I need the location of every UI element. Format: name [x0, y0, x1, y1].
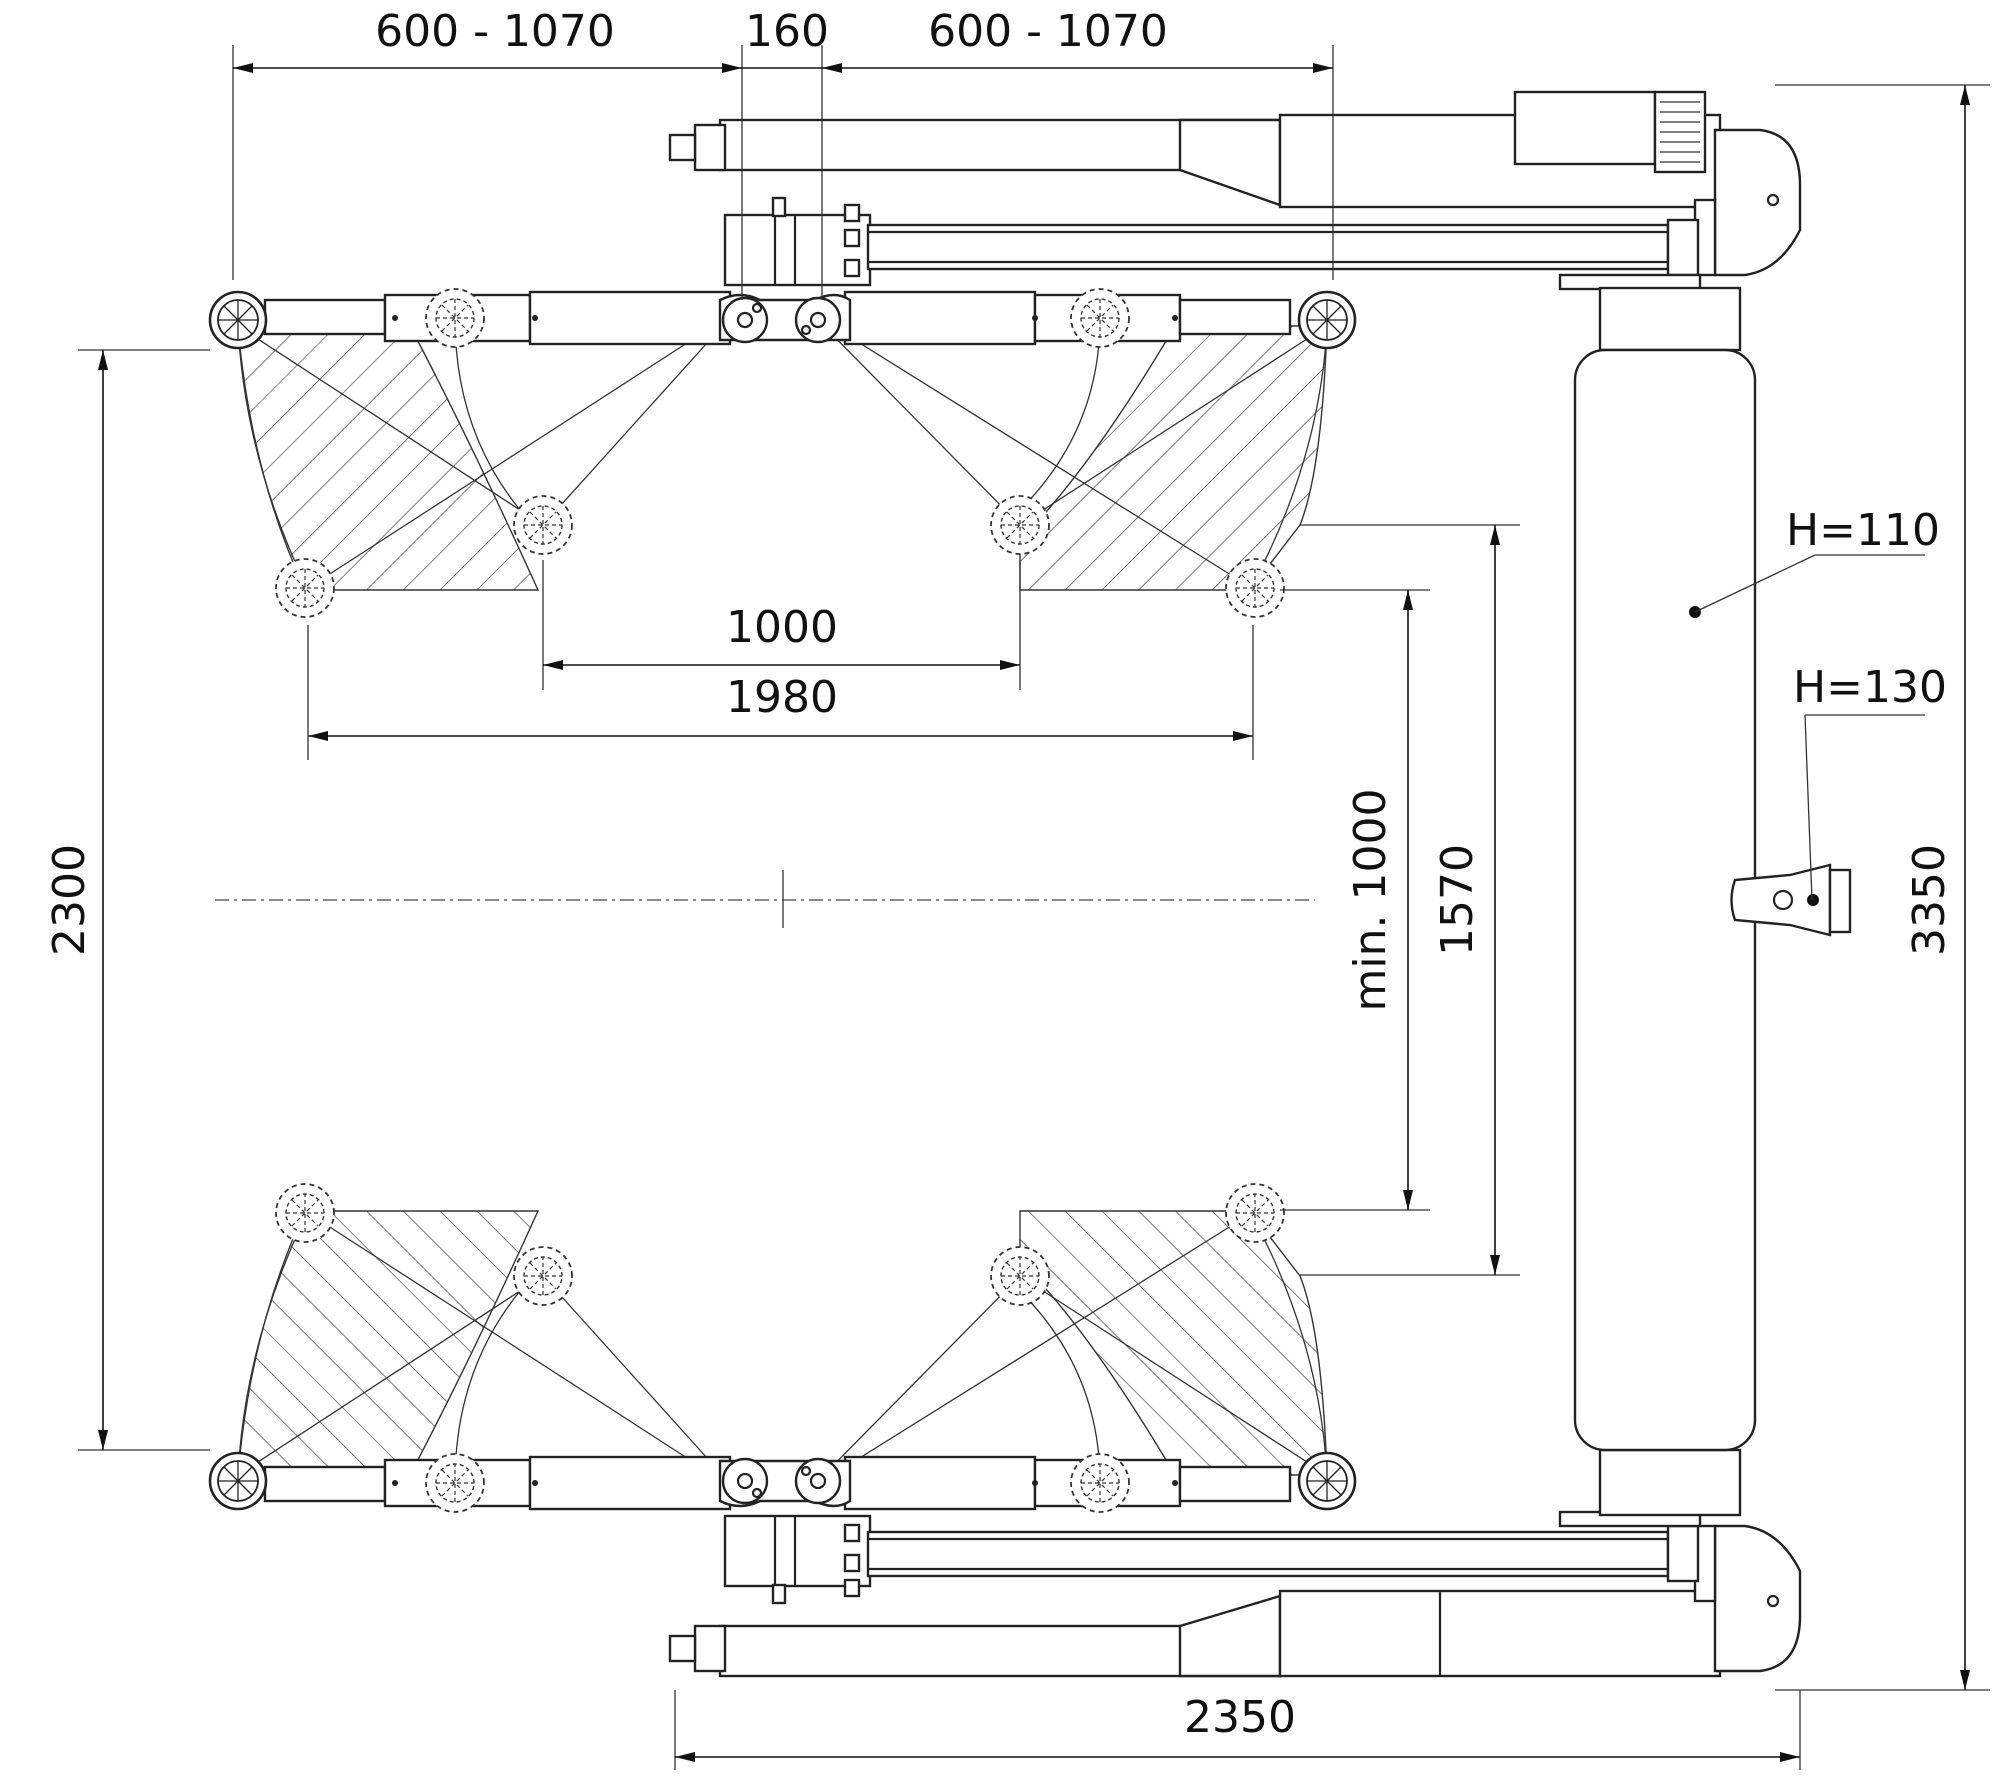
top-post-head [1713, 128, 1802, 277]
dim-arm-length-total: 2300 [44, 844, 95, 956]
base-plate [1573, 286, 1925, 1517]
top-right-swing-zone [1019, 325, 1328, 591]
label-base-plate-height: H=110 [1786, 505, 1940, 556]
dim-arm-range-right: 600 - 1070 [928, 6, 1168, 57]
dim-outer-pad-distance: 1980 [726, 672, 838, 723]
motor-ribs [1660, 101, 1700, 163]
dim-max-opening: 1570 [1432, 844, 1483, 956]
dim-overall-height: 3350 [1904, 844, 1955, 956]
dim-arm-range-left: 600 - 1070 [375, 6, 615, 57]
dimension-lines [78, 45, 1990, 1770]
top-left-swing-zone [237, 325, 540, 591]
bottom-carriage [208, 1183, 1802, 1678]
dim-min-opening: min. 1000 [1345, 789, 1396, 1012]
label-cover-height: H=130 [1793, 662, 1947, 713]
dim-column-spacing: 160 [745, 6, 829, 57]
top-carriage [208, 90, 1802, 618]
dim-overall-width: 2350 [1184, 1692, 1296, 1743]
dim-inner-pad-distance: 1000 [726, 602, 838, 653]
